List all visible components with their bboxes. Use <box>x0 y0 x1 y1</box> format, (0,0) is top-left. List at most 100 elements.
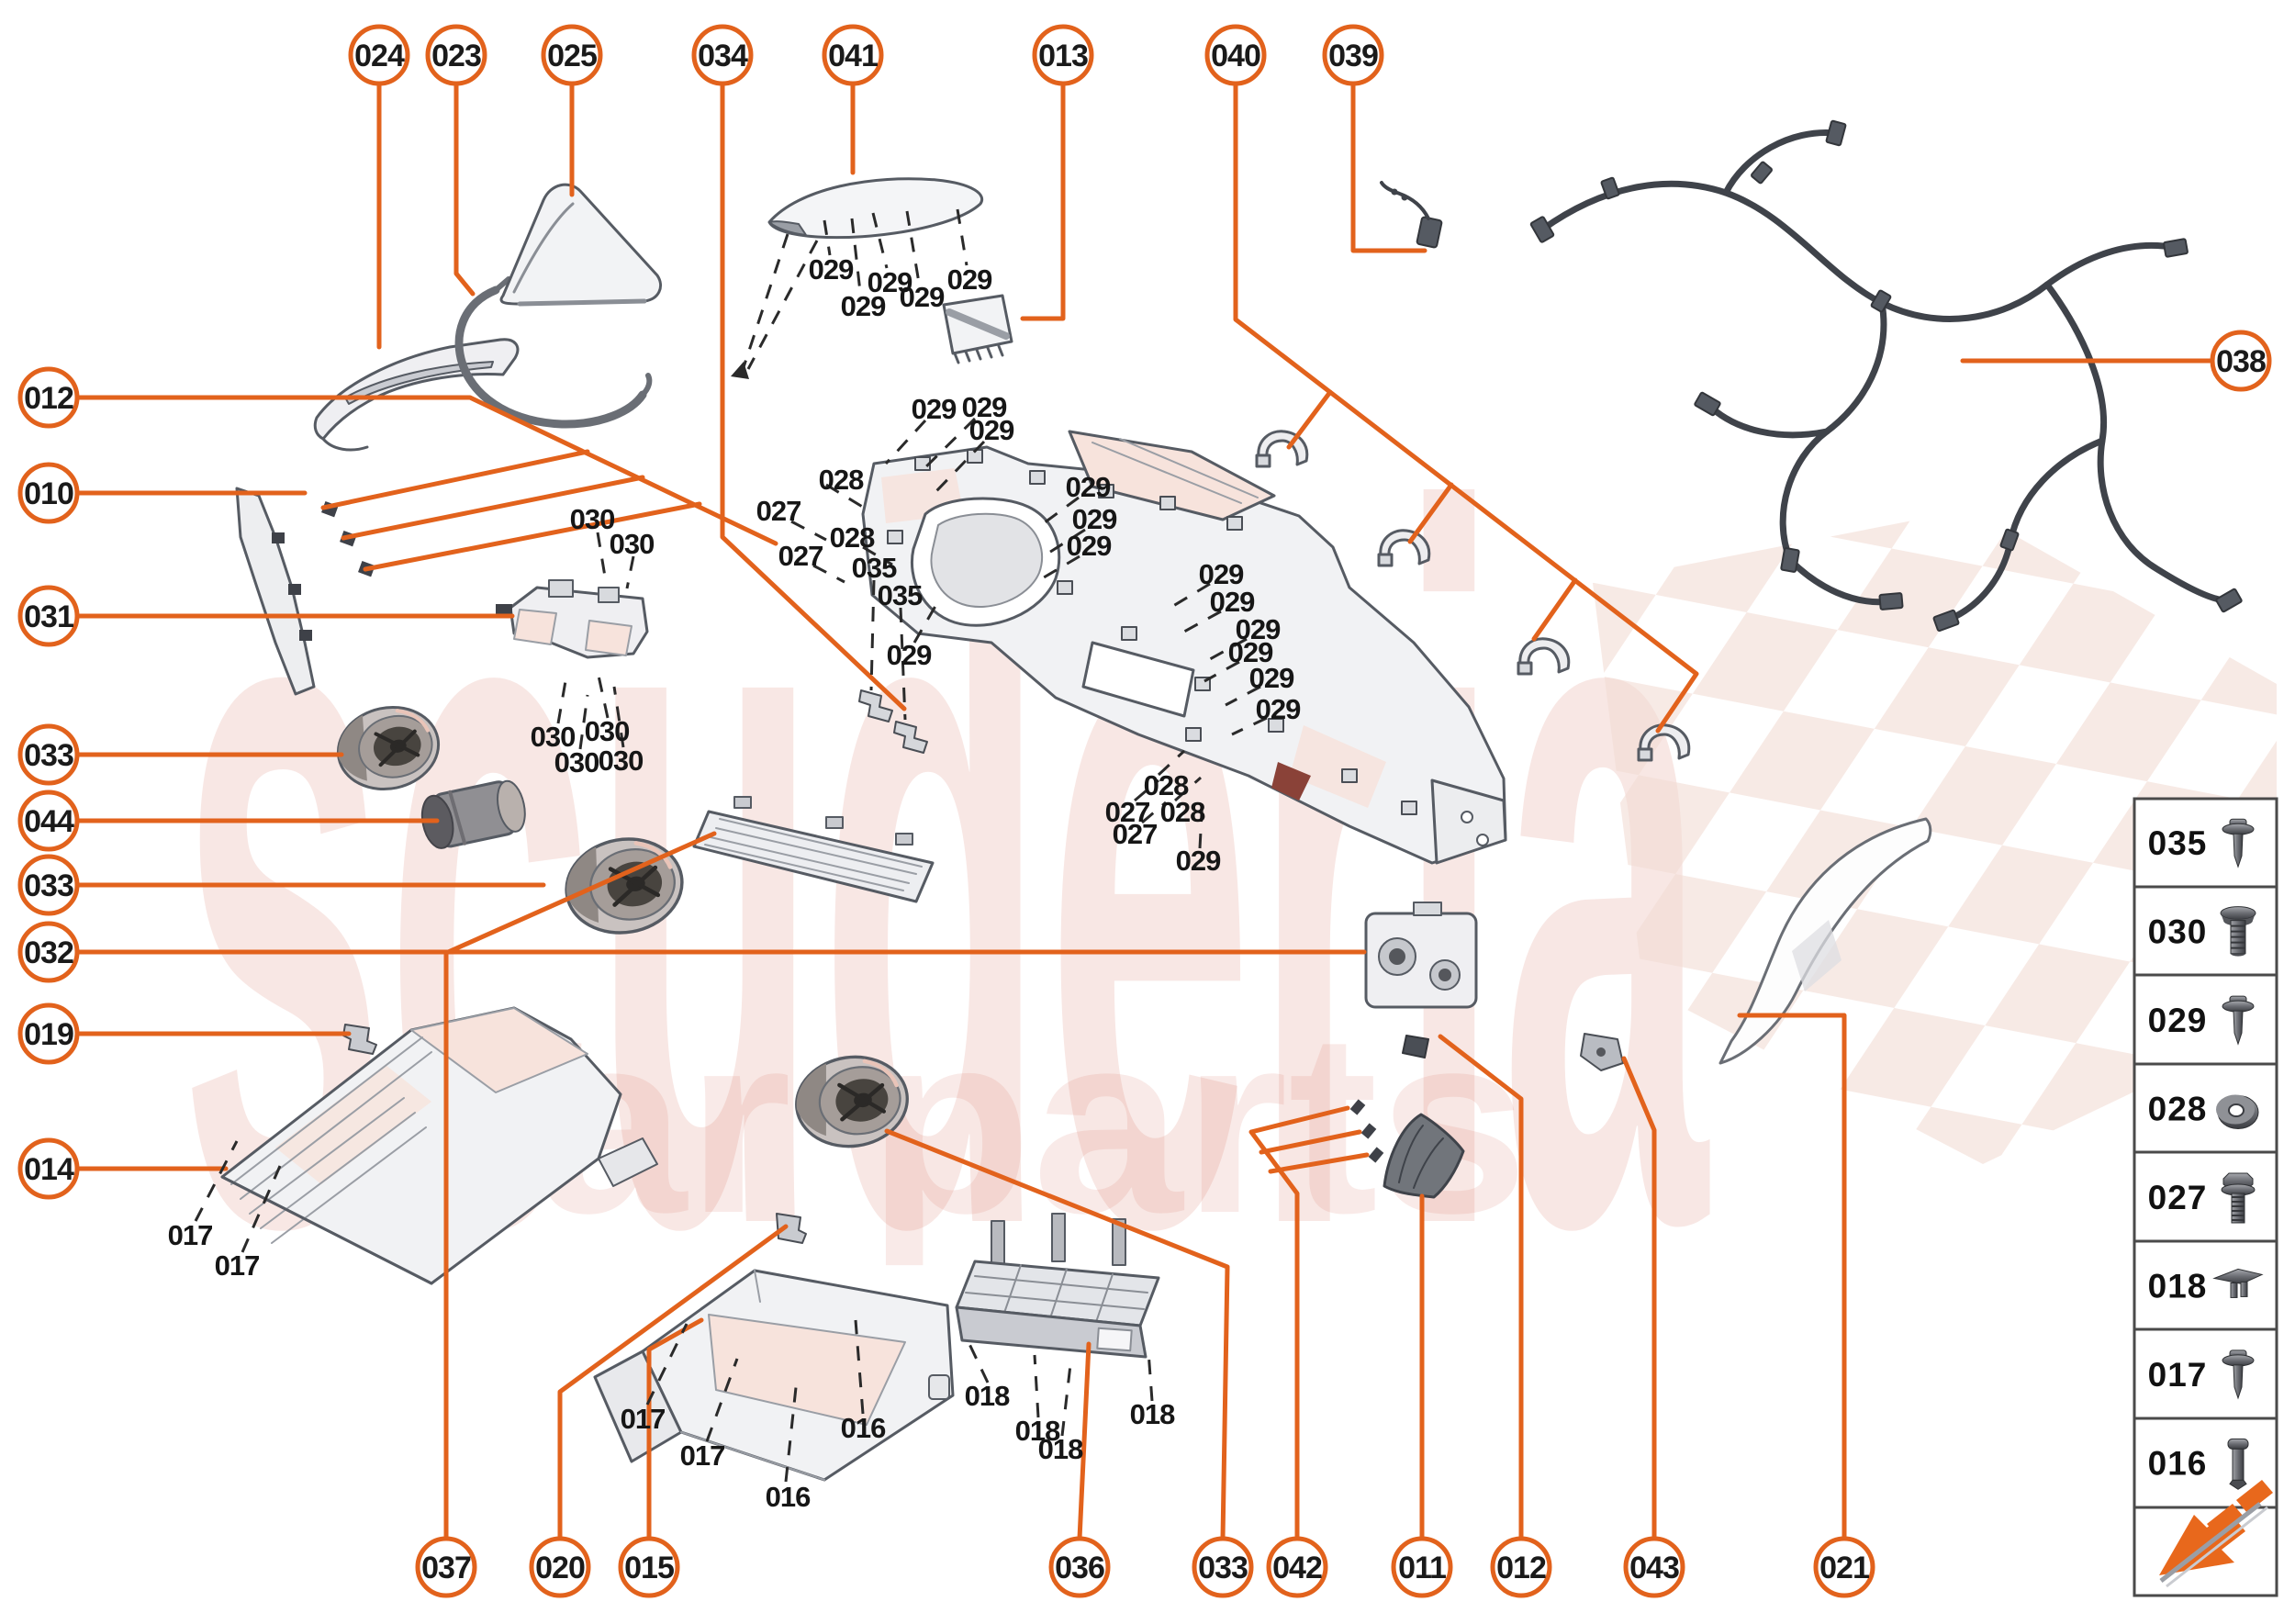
part-number-label: 016 <box>766 1481 811 1513</box>
callout-number: 020 <box>535 1551 585 1585</box>
part-number-label: 028 <box>819 464 864 496</box>
callout-number: 040 <box>1211 39 1260 73</box>
legend-part-number: 035 <box>2148 824 2208 862</box>
callout-024[interactable]: 024 <box>351 27 408 84</box>
callout-025[interactable]: 025 <box>543 27 600 84</box>
part-number-label: 017 <box>168 1219 213 1251</box>
callout-033[interactable]: 033 <box>20 726 77 783</box>
part-number-label: 027 <box>778 540 823 572</box>
part-number-label: 029 <box>969 414 1014 446</box>
callout-number: 025 <box>547 39 597 73</box>
part-clip-012[interactable] <box>1403 1036 1428 1058</box>
callout-044[interactable]: 044 <box>20 792 77 849</box>
leader-023 <box>456 84 473 294</box>
callout-021[interactable]: 021 <box>1816 1539 1873 1596</box>
callout-014[interactable]: 014 <box>20 1140 77 1197</box>
part-sensor-039[interactable] <box>1382 183 1442 248</box>
callout-012[interactable]: 012 <box>1493 1539 1550 1596</box>
part-number-label: 029 <box>1249 662 1294 694</box>
callout-number: 033 <box>24 738 73 773</box>
callout-012[interactable]: 012 <box>20 369 77 426</box>
callout-number: 015 <box>624 1551 674 1585</box>
callout-number: 033 <box>1198 1551 1248 1585</box>
callout-number: 011 <box>1398 1551 1446 1585</box>
legend-part-number: 028 <box>2148 1091 2208 1128</box>
callout-038[interactable]: 038 <box>2212 332 2269 389</box>
legend-table: 035030029028027018017016 <box>2134 799 2277 1596</box>
callout-019[interactable]: 019 <box>20 1005 77 1062</box>
part-number-label: 029 <box>912 393 957 425</box>
callout-041[interactable]: 041 <box>824 27 881 84</box>
callout-034[interactable]: 034 <box>694 27 751 84</box>
part-number-label: 028 <box>1160 796 1205 828</box>
callout-number: 034 <box>698 39 748 73</box>
callout-number: 010 <box>24 476 73 511</box>
callout-010[interactable]: 010 <box>20 465 77 521</box>
legend-part-number: 017 <box>2148 1356 2208 1394</box>
callout-040[interactable]: 040 <box>1207 27 1264 84</box>
part-number-label: 018 <box>1130 1398 1175 1430</box>
leader-021 <box>1740 1015 1844 1539</box>
callout-number: 042 <box>1272 1551 1322 1585</box>
legend-row-017[interactable]: 017 <box>2148 1350 2254 1398</box>
callout-number: 037 <box>421 1551 471 1585</box>
callout-number: 043 <box>1629 1551 1679 1585</box>
callout-number: 024 <box>354 39 405 73</box>
callout-020[interactable]: 020 <box>532 1539 588 1596</box>
legend-part-number: 030 <box>2148 913 2208 951</box>
part-number-label: 030 <box>585 715 630 747</box>
legend-row-030[interactable]: 030 <box>2148 907 2256 957</box>
callout-043[interactable]: 043 <box>1626 1539 1683 1596</box>
part-number-label: 017 <box>621 1403 666 1435</box>
part-number-label: 030 <box>610 528 655 560</box>
callout-033[interactable]: 033 <box>20 857 77 913</box>
legend-row-035[interactable]: 035 <box>2148 819 2254 867</box>
part-number-label: 029 <box>887 639 932 671</box>
part-number-label: 017 <box>215 1249 260 1282</box>
part-number-label: 016 <box>841 1412 886 1444</box>
part-number-label: 029 <box>1256 693 1301 725</box>
part-number-label: 029 <box>1067 530 1112 562</box>
callout-031[interactable]: 031 <box>20 588 77 644</box>
part-housing-032[interactable] <box>1366 902 1476 1007</box>
part-sail-panel-025[interactable] <box>501 185 661 304</box>
legend-row-016[interactable]: 016 <box>2148 1439 2248 1489</box>
part-number-label: 029 <box>900 281 945 313</box>
callout-number: 032 <box>24 935 73 970</box>
callout-number: 036 <box>1055 1551 1104 1585</box>
part-number-label: 029 <box>1176 845 1221 877</box>
callout-013[interactable]: 013 <box>1035 27 1092 84</box>
callout-042[interactable]: 042 <box>1269 1539 1326 1596</box>
part-module-013[interactable] <box>944 296 1012 363</box>
legend-row-029[interactable]: 029 <box>2148 996 2254 1044</box>
part-number-label: 018 <box>965 1380 1010 1412</box>
legend-part-number: 016 <box>2148 1444 2208 1482</box>
callout-015[interactable]: 015 <box>621 1539 677 1596</box>
legend-row-027[interactable]: 027 <box>2148 1173 2255 1223</box>
callout-032[interactable]: 032 <box>20 924 77 980</box>
callout-number: 023 <box>431 39 481 73</box>
leader-013 <box>1023 84 1063 319</box>
part-cover-041[interactable] <box>769 179 982 238</box>
callout-number: 039 <box>1328 39 1378 73</box>
callout-number: 012 <box>24 381 73 416</box>
callout-033[interactable]: 033 <box>1194 1539 1251 1596</box>
part-number-label: 029 <box>841 290 886 322</box>
part-number-label: 030 <box>599 745 644 777</box>
callout-number: 041 <box>828 39 878 73</box>
callout-number: 014 <box>24 1152 74 1187</box>
callout-number: 033 <box>24 868 73 903</box>
callout-039[interactable]: 039 <box>1325 27 1382 84</box>
callout-036[interactable]: 036 <box>1051 1539 1108 1596</box>
callout-number: 012 <box>1496 1551 1546 1585</box>
part-number-label: 028 <box>830 521 875 554</box>
part-number-label: 029 <box>947 263 992 296</box>
legend-row-028[interactable]: 028 <box>2148 1091 2258 1129</box>
callout-number: 019 <box>24 1017 73 1052</box>
callout-023[interactable]: 023 <box>428 27 485 84</box>
part-number-label: 030 <box>570 503 615 535</box>
callout-011[interactable]: 011 <box>1394 1539 1450 1596</box>
callout-037[interactable]: 037 <box>418 1539 475 1596</box>
part-number-label: 018 <box>1038 1433 1083 1465</box>
